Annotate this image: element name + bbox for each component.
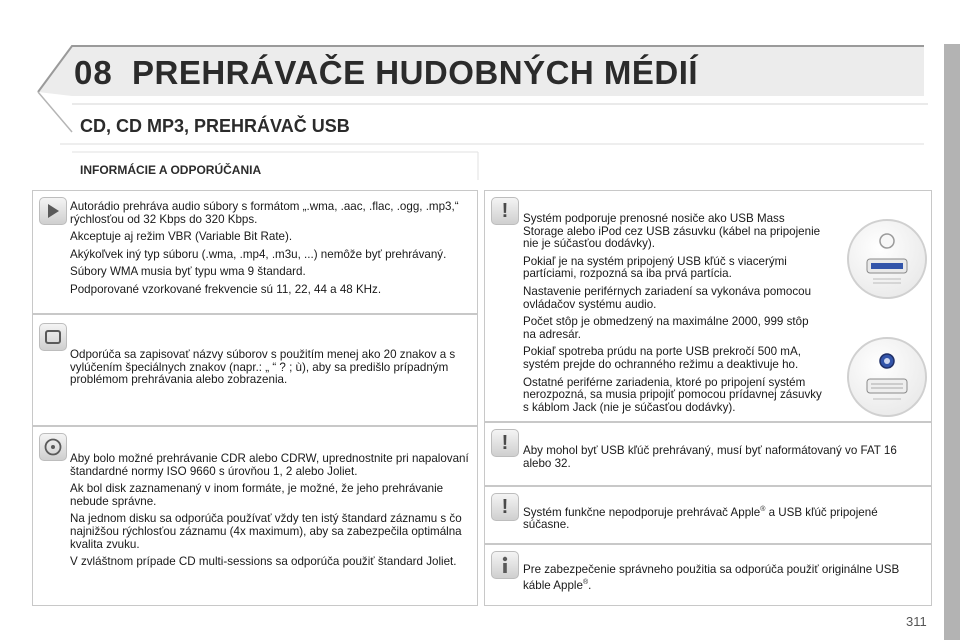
info-box-audio-formats: Autorádio prehráva audio súbory s formát…: [32, 190, 478, 314]
paragraph: Na jednom disku sa odporúča používať vžd…: [70, 512, 462, 551]
paragraph: V zvláštnom prípade CD multi-sessions sa…: [70, 555, 457, 569]
warning-box-apple: ! Systém funkčne nepodporuje prehrávač A…: [484, 486, 932, 544]
registered-mark: ®: [582, 578, 589, 586]
header-banner: [37, 45, 928, 180]
text-before: Systém funkčne nepodporuje prehrávač App…: [523, 505, 761, 519]
info-box-cd-burning: Aby bolo možné prehrávanie CDR alebo CDR…: [32, 426, 478, 606]
info-box-file-names: Odporúča sa zapisovať názvy súborov s po…: [32, 314, 478, 426]
paragraph: Podporované vzorkované frekvencie sú 11,…: [70, 282, 382, 296]
page-edge-bar: [944, 44, 960, 640]
paragraph: Aby bolo možné prehrávanie CDR alebo CDR…: [70, 452, 469, 478]
box-text: Odporúča sa zapisovať názvy súborov s po…: [70, 348, 470, 392]
play-icon: [39, 197, 67, 225]
info-icon: [491, 551, 519, 579]
box-text: Systém funkčne nepodporuje prehrávač App…: [523, 504, 923, 537]
paragraph: Počet stôp je obmedzený na maximálne 200…: [523, 315, 809, 341]
page-number: 311: [906, 614, 927, 629]
warning-icon: !: [491, 429, 519, 457]
paragraph: Akýkoľvek iný typ súboru (.wma, .mp4, .m…: [70, 247, 447, 261]
paragraph: Autorádio prehráva audio súbory s formát…: [70, 200, 459, 226]
chapter-number: 08: [74, 54, 113, 91]
registered-mark: ®: [760, 506, 766, 513]
usb-port-illustration: [847, 337, 927, 417]
box-text: Pre zabezpečenie správneho použitia sa o…: [523, 563, 923, 597]
section-title: CD, CD MP3, PREHRÁVAČ USB: [80, 116, 350, 136]
box-text: Systém podporuje prenosné nosiče ako USB…: [523, 212, 823, 419]
disc-icon: [39, 433, 67, 461]
text-before: Pre zabezpečenie správneho použitia sa o…: [523, 563, 900, 592]
chapter-title: PREHRÁVAČE HUDOBNÝCH MÉDIÍ: [132, 54, 699, 91]
paragraph: Aby mohol byť USB kľúč prehrávaný, musí …: [523, 444, 897, 470]
paragraph: Pre zabezpečenie správneho použitia sa o…: [523, 563, 923, 592]
warning-icon: !: [491, 197, 519, 225]
box-text: Aby bolo možné prehrávanie CDR alebo CDR…: [70, 452, 470, 574]
paragraph: Akceptuje aj režim VBR (Variable Bit Rat…: [70, 230, 293, 244]
warning-box-usb-support: ! Systém podporuje prenosné nosiče ako U…: [484, 190, 932, 422]
text-after: a USB kľúč pripojené súčasne.: [523, 505, 878, 532]
paragraph: Ostatné periférne zariadenia, ktoré po p…: [523, 375, 822, 414]
info-box-apple-cables: Pre zabezpečenie správneho použitia sa o…: [484, 544, 932, 606]
paragraph: Systém funkčne nepodporuje prehrávač App…: [523, 504, 923, 532]
text-after: .: [588, 578, 592, 592]
paragraph: Súbory WMA musia byť typu wma 9 štandard…: [70, 265, 306, 279]
square-icon: [39, 323, 67, 351]
paragraph: Systém podporuje prenosné nosiče ako USB…: [523, 212, 821, 251]
paragraph: Odporúča sa zapisovať názvy súborov s po…: [70, 348, 456, 387]
subsection-title: INFORMÁCIE A ODPORÚČANIA: [80, 163, 262, 177]
warning-icon: !: [491, 493, 519, 521]
paragraph: Pokiaľ je na systém pripojený USB kľúč s…: [523, 254, 787, 281]
box-text: Autorádio prehráva audio súbory s formát…: [70, 200, 470, 302]
usb-port-illustration: [847, 219, 927, 299]
warning-box-usb-format: ! Aby mohol byť USB kľúč prehrávaný, mus…: [484, 422, 932, 486]
paragraph: Pokiaľ spotreba prúdu na porte USB prekr…: [523, 345, 801, 371]
paragraph: Ak bol disk zaznamenaný v inom formáte, …: [70, 482, 444, 508]
paragraph: Nastavenie periférnych zariadení sa vyko…: [523, 284, 812, 311]
box-text: Aby mohol byť USB kľúč prehrávaný, musí …: [523, 444, 923, 475]
